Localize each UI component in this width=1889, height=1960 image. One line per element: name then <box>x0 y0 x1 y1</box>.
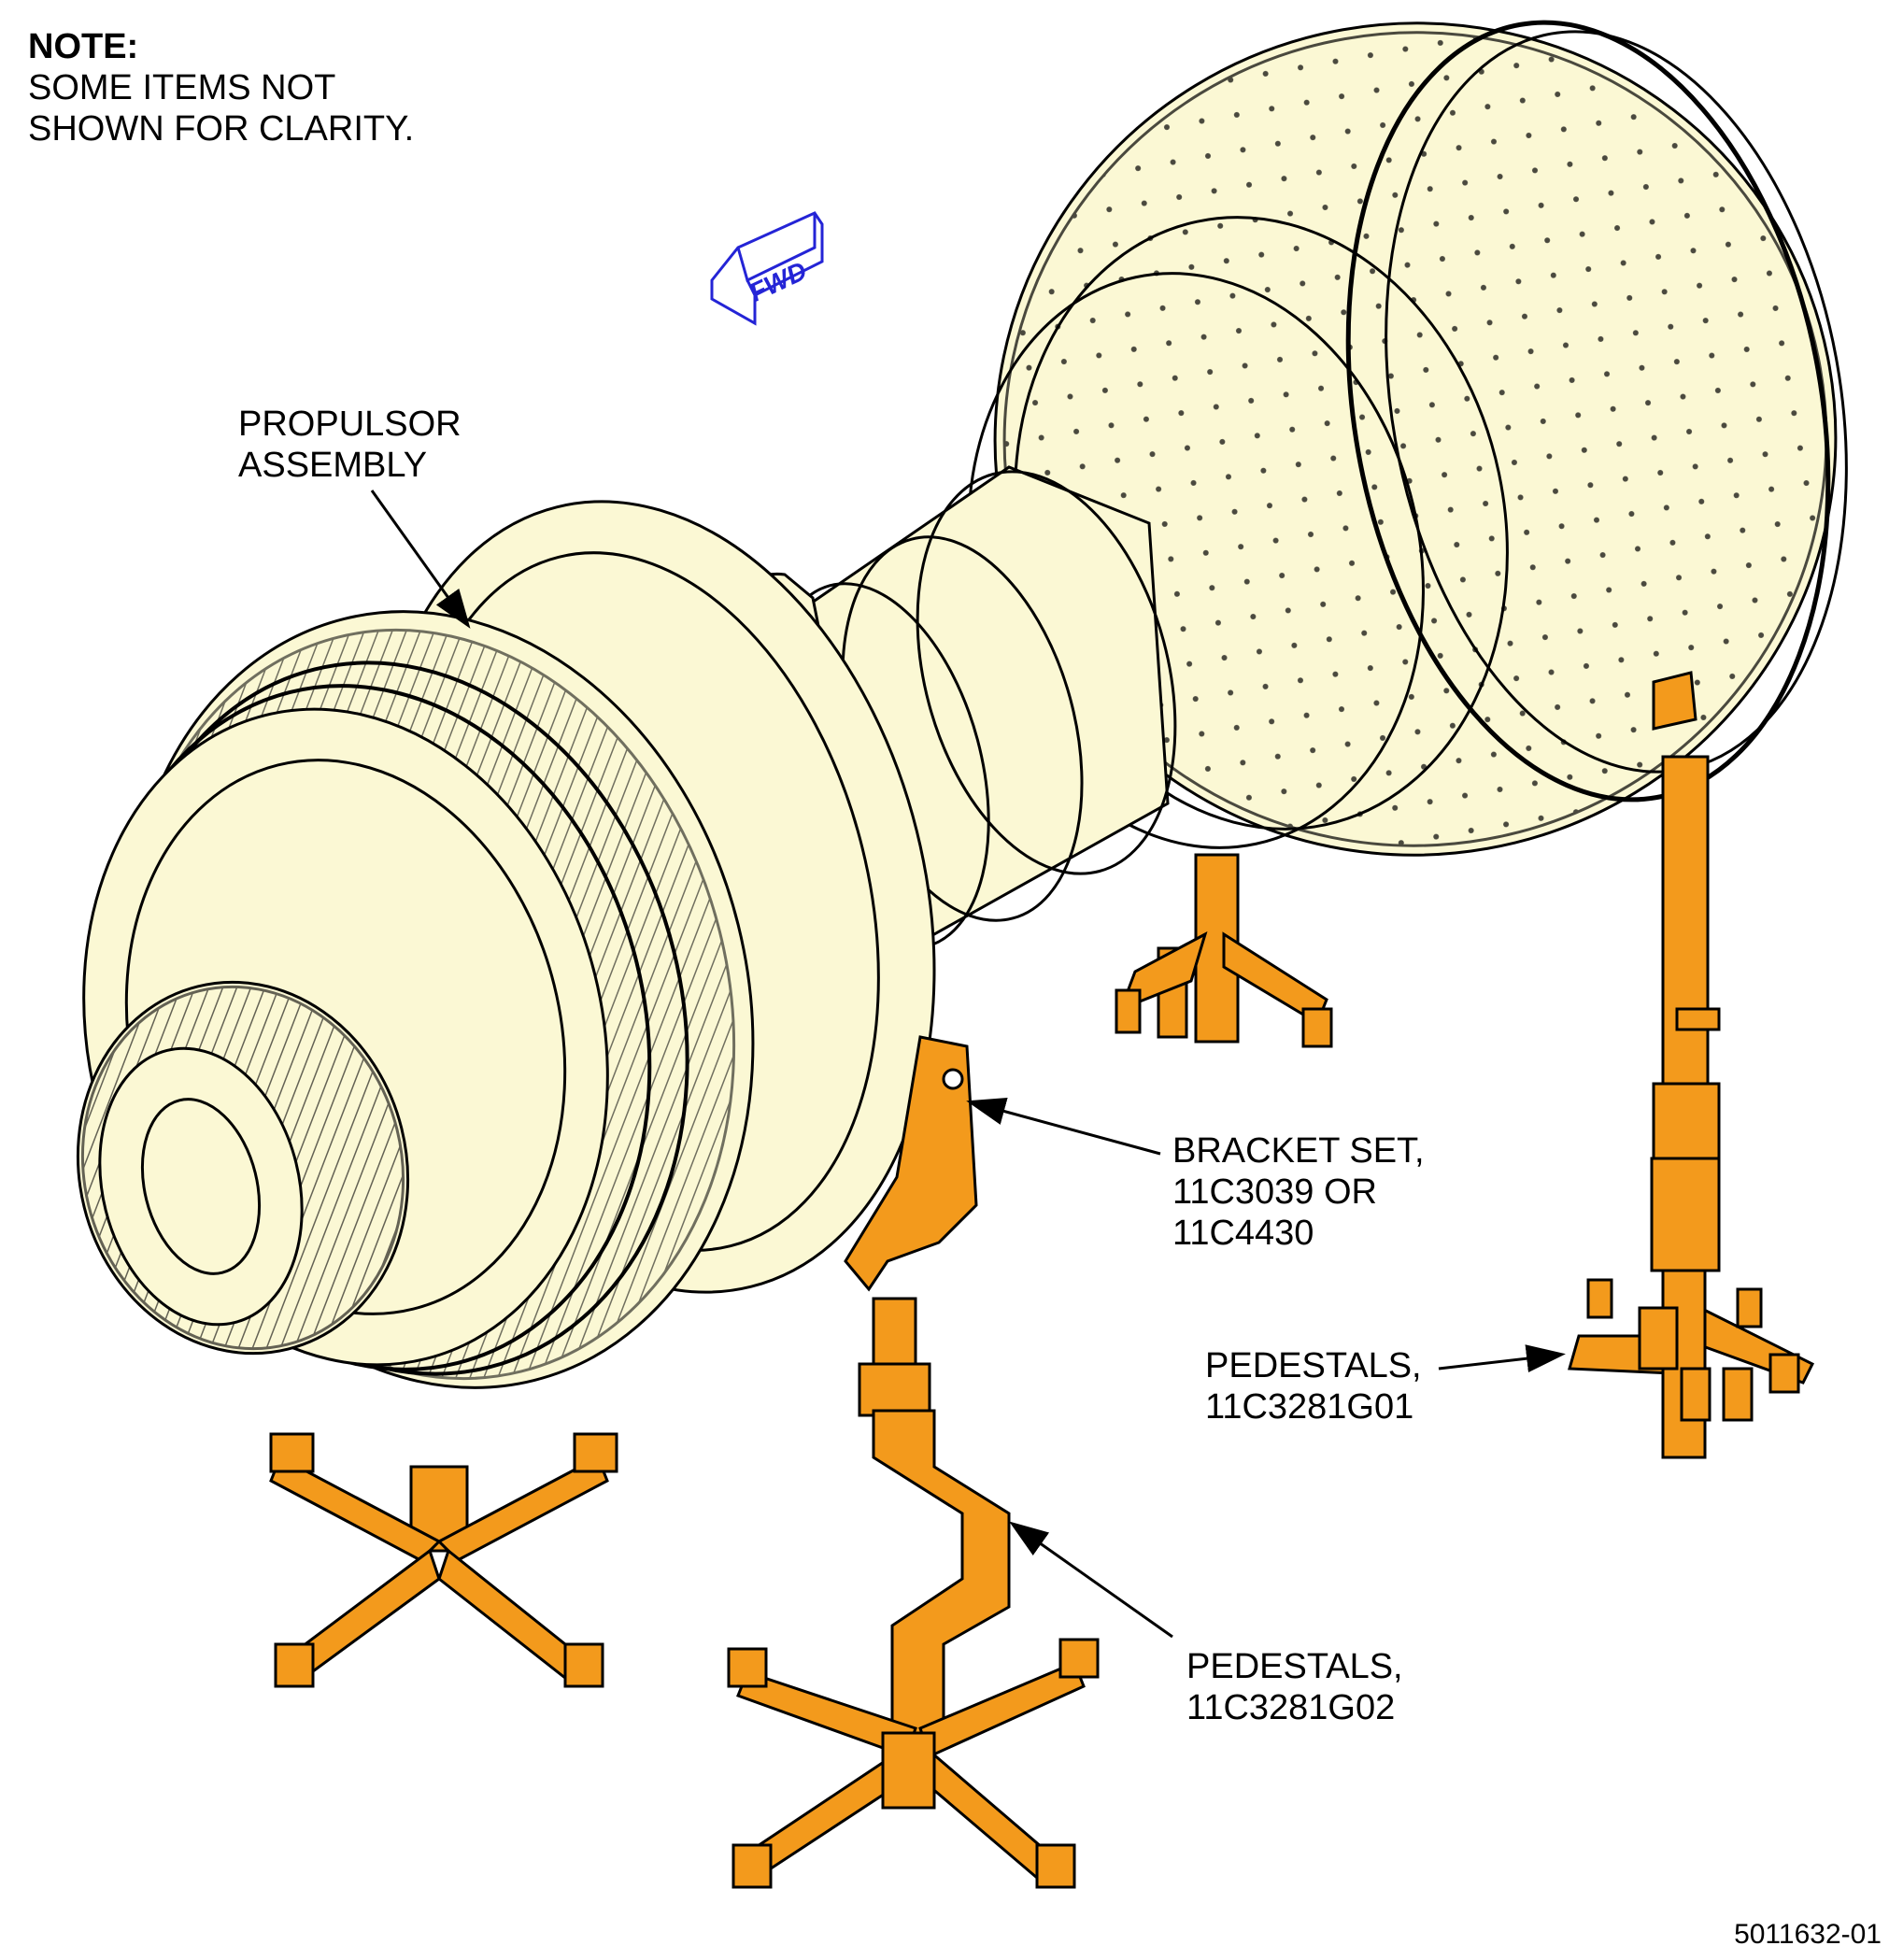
note-block: NOTE: SOME ITEMS NOT SHOWN FOR CLARITY. <box>28 26 414 149</box>
bracket-bolt <box>942 1068 964 1090</box>
pedestal-front-left <box>269 1432 618 1688</box>
callout-bracket-line-2: 11C3039 OR <box>1172 1172 1377 1212</box>
callout-pedestals-g02: PEDESTALS, 11C3281G02 <box>1186 1646 1403 1728</box>
leader-propulsor <box>370 490 471 629</box>
propulsor-assembly <box>76 20 1848 1389</box>
callout-bracket-line-1: BRACKET SET, <box>1172 1131 1425 1171</box>
core-ring-1 <box>916 470 1177 875</box>
leader-bracket <box>966 1097 1161 1156</box>
bracket-set <box>844 1035 978 1292</box>
callout-g01-line-1: PEDESTALS, <box>1205 1346 1422 1385</box>
note-heading: NOTE: <box>28 27 139 66</box>
note-line-1: SOME ITEMS NOT <box>28 68 336 107</box>
leader-pedestals-g02 <box>1009 1521 1173 1639</box>
callout-propulsor-line-1: PROPULSOR <box>238 405 462 444</box>
callout-bracket-set: BRACKET SET, 11C3039 OR 11C4430 <box>1172 1130 1425 1254</box>
callout-propulsor-line-2: ASSEMBLY <box>238 446 428 485</box>
callout-propulsor-assembly: PROPULSOR ASSEMBLY <box>238 404 462 486</box>
leader-pedestals-g01 <box>1438 1344 1566 1373</box>
pedestal-g01 <box>1568 671 1815 1459</box>
callout-pedestals-g01: PEDESTALS, 11C3281G01 <box>1205 1345 1422 1427</box>
callout-g02-line-1: PEDESTALS, <box>1186 1647 1403 1686</box>
inlet-hub-bore <box>140 1098 262 1275</box>
pedestal-rear-middle <box>1115 853 1333 1048</box>
note-line-2: SHOWN FOR CLARITY. <box>28 109 415 149</box>
pedestal-g02 <box>727 1297 1100 1889</box>
support-equipment <box>269 671 1815 1889</box>
leader-lines <box>370 490 1566 1639</box>
figure-id: 5011632-01 <box>1734 1919 1882 1950</box>
callout-g02-line-2: 11C3281G02 <box>1186 1688 1396 1727</box>
fwd-arrow-icon <box>710 211 824 326</box>
callout-bracket-line-3: 11C4430 <box>1172 1214 1314 1253</box>
callout-g01-line-2: 11C3281G01 <box>1205 1387 1414 1427</box>
rear-flange-ring <box>1345 20 1831 802</box>
